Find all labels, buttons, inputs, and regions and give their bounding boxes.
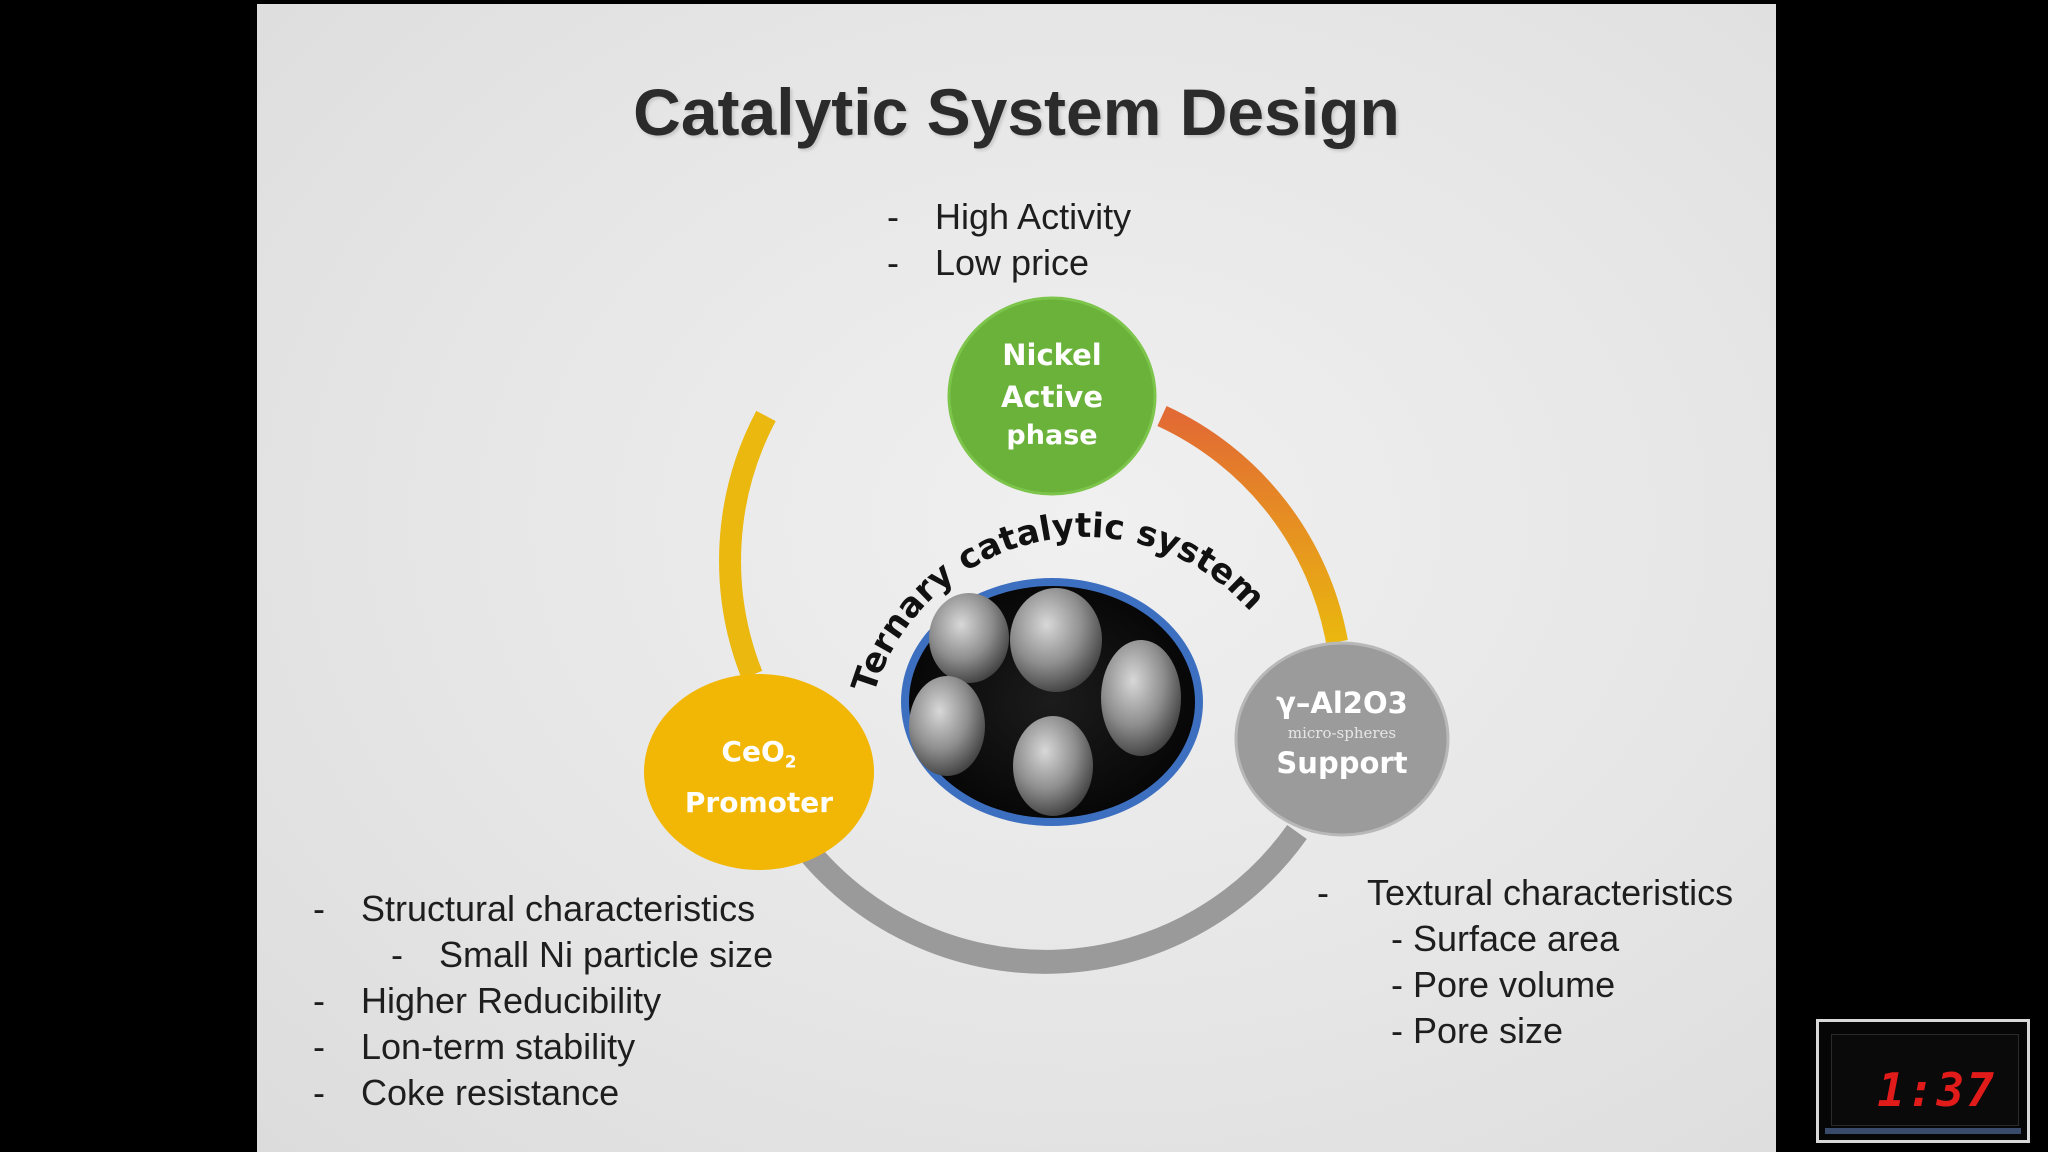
ceo2-circle: [644, 674, 874, 870]
timer-readout: 1:37: [1877, 1063, 1996, 1117]
bullet-dash: -: [1317, 872, 1329, 913]
ring-gray-segment: [799, 825, 1307, 974]
ceo2-formula-main: CeO: [721, 735, 785, 768]
bullet-dash: -: [313, 1072, 325, 1113]
timer-screen: 1:37: [1831, 1034, 2019, 1126]
bullet-dash: -: [887, 196, 899, 237]
list-item-text: Textural characteristics: [1367, 872, 1734, 913]
sem-microspheres-image: [901, 578, 1203, 826]
list-item-text: Higher Reducibility: [361, 980, 662, 1021]
ceo2-line2: Promoter: [684, 785, 834, 819]
alumina-line2: micro-spheres: [1287, 724, 1397, 742]
bullet-dash: -: [391, 934, 403, 975]
ternary-diagram: Ternary catalytic system: [644, 296, 1450, 974]
nickel-line1: Nickel: [1002, 338, 1102, 372]
ceo2-formula: CeO2: [659, 732, 859, 783]
bullet-dash: -: [313, 888, 325, 929]
list-item-text: Low price: [935, 242, 1090, 283]
timer-taskbar: [1825, 1128, 2021, 1134]
slide: Catalytic System Design: [257, 4, 1776, 1152]
alumina-line3: Support: [1276, 746, 1408, 780]
ring-yellow-segment: [719, 410, 776, 680]
nickel-circle: [947, 296, 1157, 496]
list-item-text: Lon-term stability: [361, 1026, 636, 1067]
timer-overlay: 1:37: [1816, 1019, 2030, 1143]
ceo2-formula-sub: 2: [784, 752, 797, 773]
list-item-text: Small Ni particle size: [439, 934, 774, 975]
nickel-label: Nickel Active phase: [952, 334, 1152, 454]
list-item-text: - Pore size: [1391, 1010, 1564, 1051]
bullet-dash: -: [313, 980, 325, 1021]
nickel-line2: Active: [1000, 380, 1103, 414]
list-item-text: - Surface area: [1391, 918, 1620, 959]
alumina-line1: γ–Al2O3: [1276, 686, 1408, 720]
slide-title: Catalytic System Design: [633, 75, 1400, 149]
list-item-text: Structural characteristics: [361, 888, 756, 929]
ceo2-label: CeO2 Promoter: [659, 732, 859, 823]
ring-orange-segment: [1157, 406, 1348, 644]
list-item-text: High Activity: [935, 196, 1132, 237]
bullet-dash: -: [887, 242, 899, 283]
alumina-label: γ–Al2O3 micro-spheres Support: [1232, 684, 1452, 782]
list-item-text: - Pore volume: [1391, 964, 1616, 1005]
bullet-dash: -: [313, 1026, 325, 1067]
list-item-text: Coke resistance: [361, 1072, 620, 1113]
nickel-line3: phase: [1006, 420, 1098, 451]
alumina-circle: [1234, 641, 1450, 837]
